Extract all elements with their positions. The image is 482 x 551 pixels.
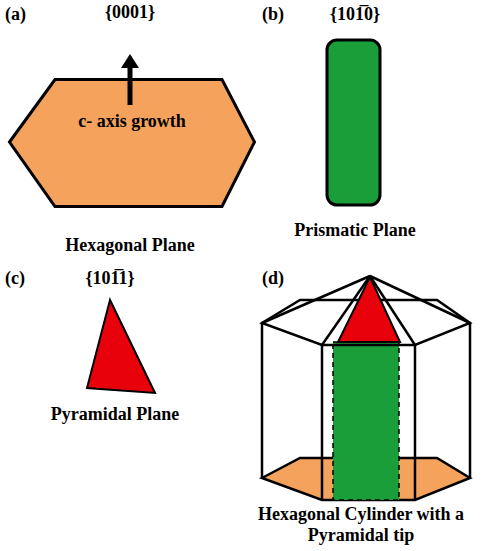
panel-letter: (a) (5, 4, 26, 25)
panel-caption: Prismatic Plane (294, 220, 415, 241)
miller-index: {101̅1} (85, 268, 134, 289)
panel-letter: (c) (5, 268, 25, 289)
panel-caption: Pyramidal Plane (51, 404, 180, 425)
panel-letter: (b) (262, 4, 284, 25)
pyramidal-plane (87, 300, 155, 393)
node-text: c- axis growth (8, 78, 256, 132)
panel-letter: (d) (262, 268, 284, 289)
hexagonal-cylinder (262, 276, 470, 500)
hexagon-shape (8, 78, 256, 208)
hexagonal-plane: c- axis growth (8, 78, 256, 208)
miller-index: {101̅0} (330, 4, 380, 25)
panel-caption: Hexagonal Cylinder with a Pyramidal tip (243, 504, 479, 545)
panel-caption: Hexagonal Plane (65, 235, 195, 256)
miller-index: {0001} (105, 2, 155, 23)
prismatic-plane (327, 40, 380, 205)
